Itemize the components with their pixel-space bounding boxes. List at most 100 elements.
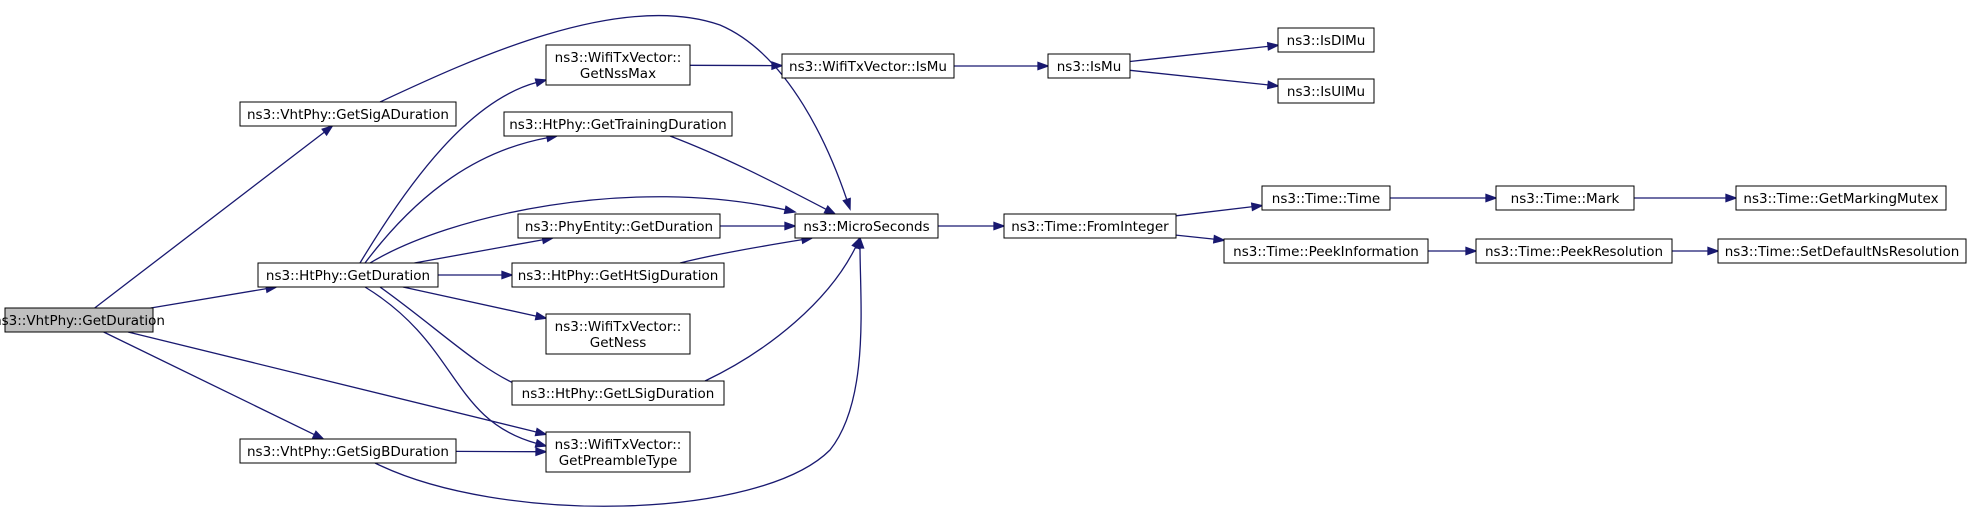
edge-line xyxy=(669,135,828,211)
node-box xyxy=(794,213,939,239)
node-box xyxy=(545,313,691,355)
node-box xyxy=(1047,53,1131,79)
edge-ht_getduration-to-phyentity_getduration xyxy=(414,235,555,264)
edge-arrowhead xyxy=(321,124,334,137)
edge-arrowhead xyxy=(1707,246,1720,256)
node-box xyxy=(257,262,439,288)
node-time_peekinformation[interactable]: ns3::Time::PeekInformation xyxy=(1223,238,1429,264)
node-ismu[interactable]: ns3::IsMu xyxy=(1047,53,1131,79)
node-vht_getsigaduration[interactable]: ns3::VhtPhy::GetSigADuration xyxy=(239,101,457,127)
edge-time_time-to-time_mark xyxy=(1390,193,1498,203)
edge-ht_getduration-to-txv_getnssmax xyxy=(359,78,548,264)
edges-layer xyxy=(94,14,1738,507)
edge-arrowhead xyxy=(501,270,514,280)
node-label: ns3::Time::Mark xyxy=(1511,191,1620,207)
edge-vht_getduration-to-ht_getduration xyxy=(150,284,279,309)
node-label: ns3::WifiTxVector:: xyxy=(555,319,682,335)
node-txv_ismu[interactable]: ns3::WifiTxVector::IsMu xyxy=(781,53,955,79)
node-label: GetPreambleType xyxy=(559,453,678,469)
node-label: ns3::Time::SetDefaultNsResolution xyxy=(1725,244,1960,260)
edge-line xyxy=(369,196,787,264)
node-label: ns3::VhtPhy::GetSigADuration xyxy=(247,107,449,123)
node-label: ns3::IsDlMu xyxy=(1287,33,1366,49)
edge-ht_getduration-to-ht_gethtsigduration xyxy=(438,270,514,280)
node-box xyxy=(1717,238,1967,264)
edge-ht_gettrainingduration-to-microseconds xyxy=(669,135,837,215)
edge-line xyxy=(1129,69,1270,86)
node-label: ns3::IsMu xyxy=(1057,59,1122,75)
edge-ht_getduration-to-ht_getlsigduration xyxy=(379,286,532,391)
edge-line xyxy=(150,287,268,309)
node-label: ns3::WifiTxVector::IsMu xyxy=(789,59,947,75)
node-label: ns3::Time::PeekInformation xyxy=(1233,244,1419,260)
node-box xyxy=(1277,78,1375,104)
node-ht_gethtsigduration[interactable]: ns3::HtPhy::GetHtSigDuration xyxy=(511,262,725,288)
node-label: ns3::Time::PeekResolution xyxy=(1485,244,1663,260)
edge-line xyxy=(1175,234,1216,240)
node-time_getmarkingmutex[interactable]: ns3::Time::GetMarkingMutex xyxy=(1735,185,1947,211)
node-vht_getduration[interactable]: ns3::VhtPhy::GetDuration xyxy=(0,307,165,333)
node-label: ns3::MicroSeconds xyxy=(803,219,929,235)
node-box xyxy=(503,111,733,137)
edge-time_peekresolution-to-time_setdefaultnsresolution xyxy=(1672,246,1720,256)
node-label: ns3::Time::Time xyxy=(1272,191,1380,207)
edge-line xyxy=(379,286,522,388)
edge-arrowhead xyxy=(311,430,326,440)
node-box xyxy=(511,380,725,406)
node-label: GetNssMax xyxy=(580,66,656,82)
node-label: ns3::HtPhy::GetHtSigDuration xyxy=(518,268,719,284)
edge-vht_getduration-to-txv_getpreambletype xyxy=(127,331,548,437)
edge-arrowhead xyxy=(1250,202,1264,212)
node-box xyxy=(1261,185,1391,211)
edge-arrowhead xyxy=(783,205,797,215)
edge-ht_getduration-to-microseconds xyxy=(369,196,797,264)
node-time_setdefaultnsresolution[interactable]: ns3::Time::SetDefaultNsResolution xyxy=(1717,238,1967,264)
edge-arrowhead xyxy=(784,221,797,231)
node-vht_getsigbduration[interactable]: ns3::VhtPhy::GetSigBDuration xyxy=(239,438,457,464)
node-time_time[interactable]: ns3::Time::Time xyxy=(1261,185,1391,211)
edge-arrowhead xyxy=(851,236,861,250)
edge-arrowhead xyxy=(534,438,548,448)
edge-arrowhead xyxy=(534,78,548,88)
edge-arrowhead xyxy=(771,61,784,71)
edge-line xyxy=(374,246,862,507)
edge-line xyxy=(414,238,544,264)
node-label: ns3::VhtPhy::GetSigBDuration xyxy=(247,444,449,460)
node-label: ns3::HtPhy::GetTrainingDuration xyxy=(509,117,726,133)
edge-time_peekinformation-to-time_peekresolution xyxy=(1428,246,1478,256)
node-ht_getduration[interactable]: ns3::HtPhy::GetDuration xyxy=(257,262,439,288)
edge-arrowhead xyxy=(1266,41,1280,51)
edge-arrowhead xyxy=(823,205,837,215)
node-box xyxy=(239,438,457,464)
node-box xyxy=(781,53,955,79)
node-time_peekresolution[interactable]: ns3::Time::PeekResolution xyxy=(1475,238,1673,264)
edge-ht_getduration-to-txv_getpreambletype xyxy=(364,286,548,448)
edge-line xyxy=(94,130,326,309)
edge-time_frominteger-to-time_time xyxy=(1175,202,1264,217)
node-microseconds[interactable]: ns3::MicroSeconds xyxy=(794,213,939,239)
node-phyentity_getduration[interactable]: ns3::PhyEntity::GetDuration xyxy=(517,213,721,239)
node-txv_getness[interactable]: ns3::WifiTxVector::GetNess xyxy=(545,313,691,355)
node-box xyxy=(1735,185,1947,211)
edge-arrowhead xyxy=(842,197,851,211)
node-time_mark[interactable]: ns3::Time::Mark xyxy=(1495,185,1635,211)
node-txv_getnssmax[interactable]: ns3::WifiTxVector::GetNssMax xyxy=(545,44,691,86)
node-label: ns3::IsUlMu xyxy=(1287,84,1365,100)
node-ht_getlsigduration[interactable]: ns3::HtPhy::GetLSigDuration xyxy=(511,380,725,406)
edge-arrowhead xyxy=(534,427,548,437)
edge-line xyxy=(679,238,804,264)
node-isulmu[interactable]: ns3::IsUlMu xyxy=(1277,78,1375,104)
edge-arrowhead xyxy=(535,447,548,457)
edge-txv_getnssmax-to-txv_ismu xyxy=(689,61,784,71)
edge-microseconds-to-time_frominteger xyxy=(938,221,1006,231)
node-isdlmu[interactable]: ns3::IsDlMu xyxy=(1277,27,1375,53)
edge-arrowhead xyxy=(534,311,548,321)
node-box xyxy=(545,44,691,86)
edge-arrowhead xyxy=(1485,193,1498,203)
edge-arrowhead xyxy=(993,221,1006,231)
node-ht_gettrainingduration[interactable]: ns3::HtPhy::GetTrainingDuration xyxy=(503,111,733,137)
node-box xyxy=(511,262,725,288)
node-box xyxy=(239,101,457,127)
node-time_frominteger[interactable]: ns3::Time::FromInteger xyxy=(1003,213,1177,239)
node-txv_getpreambletype[interactable]: ns3::WifiTxVector::GetPreambleType xyxy=(545,431,691,473)
